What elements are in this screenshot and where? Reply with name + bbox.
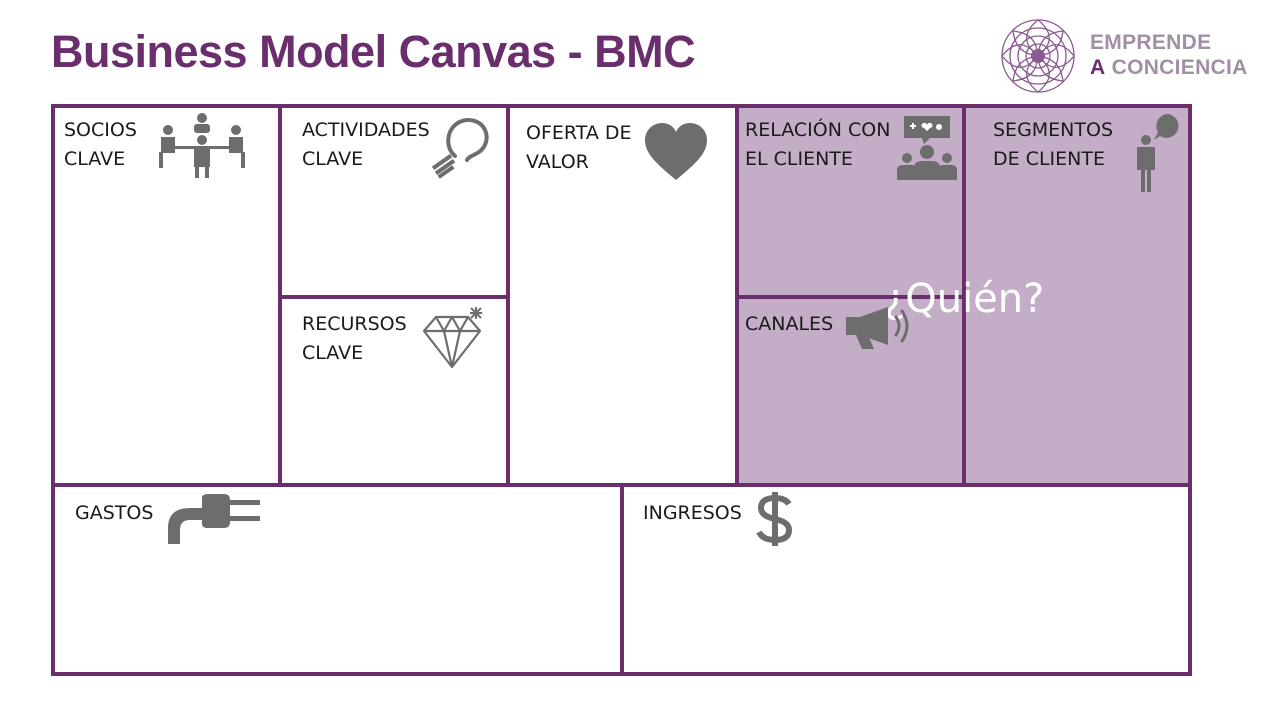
- diamond-icon: [422, 307, 482, 369]
- block-ingresos: [620, 483, 1192, 676]
- meeting-table-icon: [159, 113, 245, 178]
- person-speech-icon: [1137, 114, 1179, 192]
- heart-icon: [645, 123, 707, 180]
- label-relacion: RELACIÓN CON EL CLIENTE: [745, 119, 891, 170]
- label-socios: SOCIOS CLAVE: [64, 119, 137, 170]
- label-gastos: GASTOS: [75, 502, 154, 524]
- logo-line2-word: CONCIENCIA: [1111, 56, 1248, 79]
- label-segmentos: SEGMENTOS DE CLIENTE: [993, 119, 1114, 170]
- label-actividades: ACTIVIDADES CLAVE: [302, 119, 430, 170]
- label-ingresos: INGRESOS: [643, 502, 742, 524]
- brand-logo: EMPRENDE A CONCIENCIA: [995, 14, 1265, 94]
- logo-line2-prefix: A: [1090, 56, 1106, 79]
- plug-icon: [168, 494, 260, 544]
- lotus-logo-icon: [1001, 19, 1075, 93]
- label-oferta: OFERTA DE VALOR: [526, 122, 632, 173]
- megaphone-icon: [846, 307, 909, 349]
- quien-label: ¿Quién?: [884, 276, 1045, 322]
- label-canales: CANALES: [745, 313, 834, 335]
- lightbulb-icon: [431, 117, 489, 179]
- page-title: Business Model Canvas - BMC: [51, 26, 696, 77]
- group-chat-icon: [897, 116, 957, 180]
- dollar-icon: [756, 492, 793, 546]
- label-recursos: RECURSOS CLAVE: [302, 313, 407, 364]
- logo-line1: EMPRENDE: [1090, 31, 1212, 54]
